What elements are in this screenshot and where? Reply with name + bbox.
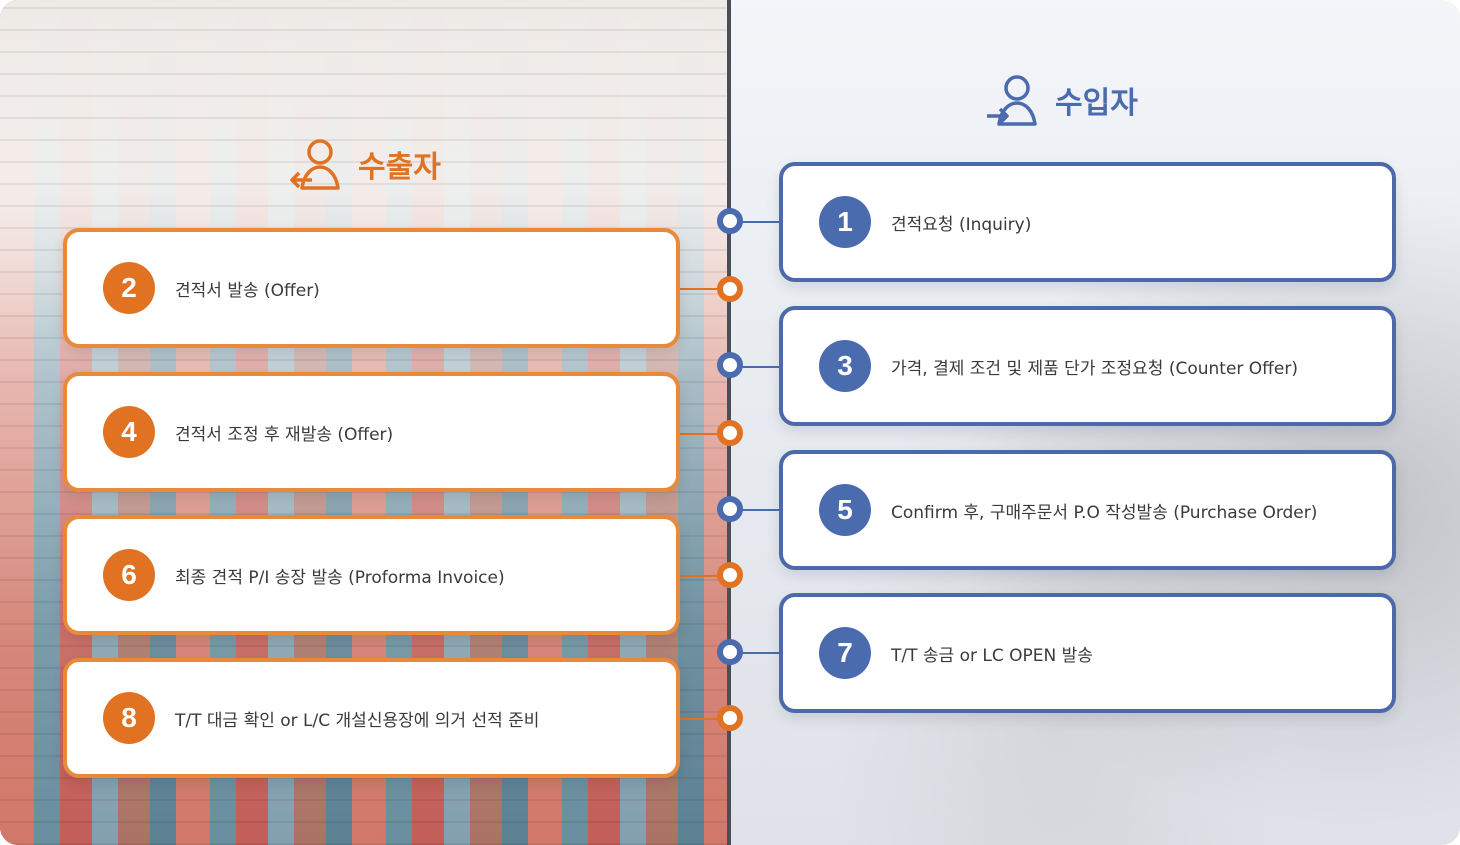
step-number-badge: 5 (819, 484, 871, 536)
importer-title: 수입자 (1055, 86, 1138, 121)
timeline-node (717, 705, 743, 731)
step-label: Confirm 후, 구매주문서 P.O 작성발송 (Purchase Orde… (891, 502, 1318, 523)
connector-line (731, 221, 781, 223)
timeline-node (717, 562, 743, 588)
timeline-node (717, 352, 743, 378)
timeline-node (717, 496, 743, 522)
connector-line (731, 366, 781, 368)
connector-line (678, 433, 730, 435)
step-label: 최종 견적 P/I 송장 발송 (Proforma Invoice) (175, 567, 505, 588)
connector-line (678, 718, 730, 720)
step-label: 견적요청 (Inquiry) (891, 214, 1032, 235)
step-number-badge: 4 (103, 406, 155, 458)
person-arrow-right-icon (987, 75, 1037, 126)
timeline-node (717, 208, 743, 234)
timeline-node (717, 276, 743, 302)
step-label: T/T 송금 or LC OPEN 발송 (891, 645, 1093, 666)
step-4-box: 4 견적서 조정 후 재발송 (Offer) (63, 372, 680, 492)
step-5-box: 5 Confirm 후, 구매주문서 P.O 작성발송 (Purchase Or… (779, 450, 1396, 570)
step-label: T/T 대금 확인 or L/C 개설신용장에 의거 선적 준비 (175, 710, 540, 731)
connector-line (731, 509, 781, 511)
exporter-heading: 수출자 (288, 136, 441, 192)
step-6-box: 6 최종 견적 P/I 송장 발송 (Proforma Invoice) (63, 515, 680, 635)
connector-line (731, 652, 781, 654)
step-1-box: 1 견적요청 (Inquiry) (779, 162, 1396, 282)
step-label: 견적서 조정 후 재발송 (Offer) (175, 424, 394, 445)
step-number-badge: 6 (103, 549, 155, 601)
step-number-badge: 1 (819, 196, 871, 248)
person-arrow-left-icon (290, 139, 340, 190)
step-number-badge: 3 (819, 340, 871, 392)
step-2-box: 2 견적서 발송 (Offer) (63, 228, 680, 348)
step-number-badge: 7 (819, 627, 871, 679)
step-label: 가격, 결제 조건 및 제품 단가 조정요청 (Counter Offer) (891, 358, 1298, 379)
step-number-badge: 8 (103, 692, 155, 744)
timeline-node (717, 639, 743, 665)
step-3-box: 3 가격, 결제 조건 및 제품 단가 조정요청 (Counter Offer) (779, 306, 1396, 426)
connector-line (678, 288, 730, 290)
step-8-box: 8 T/T 대금 확인 or L/C 개설신용장에 의거 선적 준비 (63, 658, 680, 778)
timeline-node (717, 420, 743, 446)
importer-heading: 수입자 (985, 72, 1138, 128)
exporter-title: 수출자 (358, 150, 441, 185)
step-number-badge: 2 (103, 262, 155, 314)
step-label: 견적서 발송 (Offer) (175, 280, 320, 301)
step-7-box: 7 T/T 송금 or LC OPEN 발송 (779, 593, 1396, 713)
connector-line (678, 575, 730, 577)
